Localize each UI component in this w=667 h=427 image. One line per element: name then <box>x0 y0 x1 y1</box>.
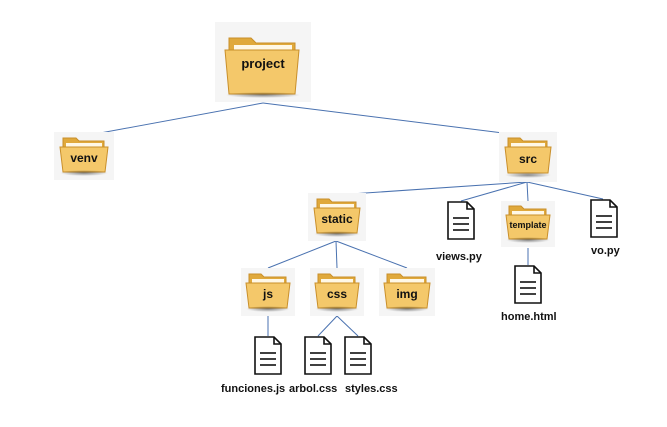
file-vo-py[interactable] <box>589 199 619 239</box>
file-views-py[interactable] <box>446 201 476 241</box>
edge-css-arbol <box>317 315 338 337</box>
folder-icon <box>59 137 109 173</box>
folder-shadow <box>60 170 108 176</box>
edge-project-src <box>262 102 528 137</box>
folder-label: css <box>326 287 348 301</box>
folder-js[interactable]: js <box>241 268 295 316</box>
file-label-views: views.py <box>436 251 482 263</box>
file-home-html[interactable] <box>513 265 543 305</box>
folder-src[interactable]: src <box>499 132 557 182</box>
folder-icon <box>504 137 552 174</box>
folder-shadow <box>384 306 430 312</box>
file-styles-css[interactable] <box>343 336 373 376</box>
file-label-funciones: funciones.js <box>221 383 286 395</box>
edge-src-vo <box>526 181 604 200</box>
folder-icon <box>314 273 360 309</box>
folder-shadow <box>506 237 550 243</box>
folder-css[interactable]: css <box>310 268 364 316</box>
folder-shadow <box>315 306 359 312</box>
folder-shadow <box>224 92 302 98</box>
edge-static-js <box>267 240 337 269</box>
document-icon <box>590 199 618 238</box>
file-label-home: home.html <box>501 311 557 323</box>
folder-icon <box>224 37 300 95</box>
folder-label: static <box>321 212 353 226</box>
folder-label: src <box>518 152 538 166</box>
folder-venv[interactable]: venv <box>54 132 114 180</box>
folder-label: template <box>509 220 547 230</box>
edge-static-img <box>335 240 408 269</box>
folder-label: js <box>262 287 273 301</box>
folder-static[interactable]: static <box>308 193 366 241</box>
folder-icon <box>383 273 431 309</box>
document-icon <box>514 265 542 304</box>
folder-project[interactable]: project <box>215 22 311 102</box>
edge-static-css <box>335 240 338 269</box>
document-icon <box>304 336 332 375</box>
folder-label: project <box>241 56 285 71</box>
folder-shadow <box>313 231 361 237</box>
folder-img[interactable]: img <box>379 268 435 316</box>
file-label-styles: styles.css <box>345 383 398 395</box>
folder-label: img <box>396 287 418 301</box>
edge-css-styles <box>336 315 359 337</box>
file-arbol-css[interactable] <box>303 336 333 376</box>
document-icon <box>254 336 282 375</box>
edge-src-static <box>335 181 528 196</box>
edge-src-views <box>460 181 528 202</box>
folder-shadow <box>504 172 552 178</box>
document-icon <box>344 336 372 375</box>
folder-template[interactable]: template <box>501 201 555 247</box>
folder-icon <box>245 273 291 309</box>
edge-project-venv <box>83 102 264 137</box>
file-label-arbol: arbol.css <box>289 383 338 395</box>
file-label-vo: vo.py <box>591 245 620 257</box>
file-funciones-js[interactable] <box>253 336 283 376</box>
folder-label: venv <box>70 151 98 165</box>
folder-shadow <box>246 306 290 312</box>
document-icon <box>447 201 475 240</box>
edge-src-template <box>526 181 529 202</box>
folder-icon <box>313 198 361 234</box>
folder-icon <box>505 205 551 240</box>
